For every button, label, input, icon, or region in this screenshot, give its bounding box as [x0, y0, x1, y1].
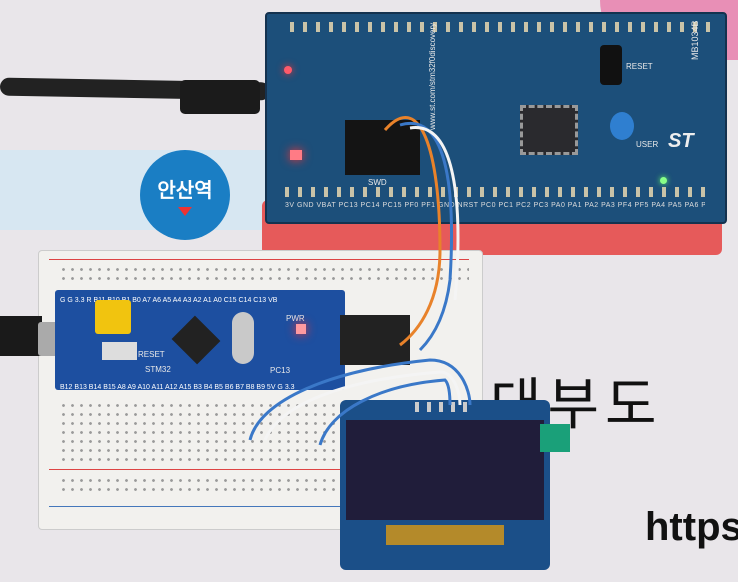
discovery-top-header [290, 22, 710, 32]
wire-orange [383, 116, 442, 347]
pc13-label: PC13 [270, 366, 291, 375]
rail-red [49, 259, 469, 260]
green-led [660, 177, 667, 184]
power-led [284, 66, 292, 74]
bluepill-reset-button [102, 342, 137, 360]
screen-protector-tab [540, 424, 570, 452]
bluepill-reset-label: RESET [138, 350, 165, 359]
rail-red [49, 469, 469, 470]
usb-plug [180, 80, 260, 114]
bluepill-power-led [296, 324, 306, 334]
reset-button [600, 45, 622, 85]
st-logo: ST [668, 130, 694, 152]
discovery-mcu-chip [520, 105, 578, 155]
reset-label: RESET [626, 62, 653, 71]
user-label: USER [636, 140, 659, 149]
wire-blue-oled [248, 358, 472, 441]
bluepill-top-labels: G G 3.3 R B11 B10 B1 B0 A7 A6 A5 A4 A3 A… [60, 297, 278, 304]
com-led [290, 150, 302, 160]
discovery-bottom-header [285, 187, 705, 197]
wire-white-oled [263, 370, 462, 441]
boot-jumper [95, 300, 131, 334]
bluepill-header [340, 315, 410, 365]
discovery-pin-labels: 3V GND VBAT PC13 PC14 PC15 PF0 PF1 GND N… [285, 202, 705, 209]
user-button [610, 112, 634, 140]
station-badge: 안산역 [140, 150, 230, 240]
wire-blue-oled-2 [318, 378, 452, 446]
oled-ribbon [386, 525, 504, 545]
micro-usb-cable [0, 316, 42, 356]
rail-holes [59, 265, 469, 285]
triangle-marker-icon [178, 207, 192, 216]
rail-holes [59, 476, 359, 496]
crystal [232, 312, 254, 364]
oled-screen [346, 420, 544, 520]
sign-url-text: https [645, 505, 738, 549]
pwr-label: PWR [286, 314, 305, 323]
station-name: 안산역 [157, 180, 213, 202]
oled-pins [415, 402, 475, 412]
wire-white [409, 126, 460, 301]
swd-connector [345, 120, 420, 175]
bluepill-stm32-label: STM32 [145, 365, 171, 374]
swd-label: SWD [368, 178, 387, 187]
bluepill-bottom-labels: B12 B13 B14 B15 A8 A9 A10 A11 A12 A15 B3… [60, 384, 295, 391]
rail-blue [49, 506, 349, 507]
